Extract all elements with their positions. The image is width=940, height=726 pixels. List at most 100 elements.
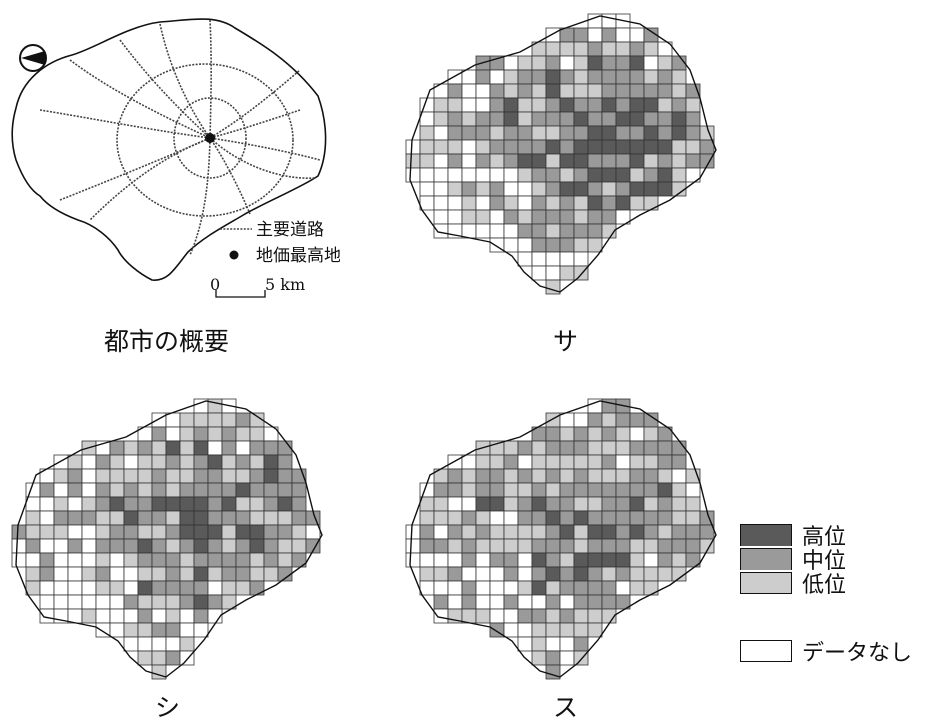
grid-cell — [657, 510, 673, 526]
grid-cell — [517, 125, 533, 141]
grid-cell — [643, 538, 659, 554]
grid-cell — [601, 97, 617, 113]
choropleth-map-sa — [405, 13, 717, 295]
grid-cell — [559, 468, 575, 484]
grid-cell — [405, 139, 421, 155]
grid-cell — [503, 552, 519, 568]
grid-cell — [573, 181, 589, 197]
grid-cell — [151, 538, 167, 554]
grid-cell — [235, 552, 251, 568]
grid-cell — [447, 454, 463, 470]
grid-cell — [699, 538, 715, 554]
grid-cell — [559, 237, 575, 253]
grid-cell — [193, 426, 209, 442]
grid-cell — [559, 251, 575, 267]
grid-cell — [67, 482, 83, 498]
grid-cell — [517, 440, 533, 456]
grid-cell — [67, 510, 83, 526]
grid-cell — [615, 454, 631, 470]
grid-cell — [545, 209, 561, 225]
grid-cell — [433, 139, 449, 155]
grid-cell — [489, 580, 505, 596]
grid-cell — [165, 566, 181, 582]
grid-cell — [291, 524, 307, 540]
grid-cell — [207, 552, 223, 568]
grid-cell — [95, 468, 111, 484]
grid-cell — [629, 83, 645, 99]
grid-cell — [207, 440, 223, 456]
grid-cell — [461, 139, 477, 155]
grid-cell — [291, 552, 307, 568]
grid-cell — [587, 552, 603, 568]
grid-cell — [475, 468, 491, 484]
grid-cell — [137, 608, 153, 624]
grid-cell — [573, 237, 589, 253]
grid-cell — [559, 69, 575, 85]
grid-cell — [573, 195, 589, 211]
grid-cell — [601, 594, 617, 610]
grid-cell — [221, 552, 237, 568]
grid-cell — [249, 510, 265, 526]
grid-cell — [137, 580, 153, 596]
grid-cell — [573, 125, 589, 141]
grid-cell — [263, 496, 279, 512]
grid-cell — [179, 412, 195, 428]
grid-cell — [545, 412, 561, 428]
grid-cell — [531, 83, 547, 99]
grid-cell — [517, 552, 533, 568]
grid-cell — [615, 440, 631, 456]
grid-cell — [503, 167, 519, 183]
grid-cell — [109, 608, 125, 624]
grid-cell — [587, 125, 603, 141]
grid-cell — [291, 496, 307, 512]
grid-cell — [489, 125, 505, 141]
grid-cell — [151, 580, 167, 596]
grid-cell — [291, 538, 307, 554]
grid-cell — [685, 97, 701, 113]
grid-cell — [109, 566, 125, 582]
grid-cell — [179, 440, 195, 456]
grid-cell — [179, 454, 195, 470]
grid-cell — [461, 111, 477, 127]
grid-cell — [475, 538, 491, 554]
grid-cell — [193, 580, 209, 596]
grid-cell — [109, 468, 125, 484]
grid-cell — [685, 139, 701, 155]
grid-cell — [545, 496, 561, 512]
grid-cell — [475, 594, 491, 610]
legend-mid: 中位 — [740, 547, 846, 574]
grid-cell — [629, 482, 645, 498]
grid-cell — [657, 454, 673, 470]
grid-cell — [123, 552, 139, 568]
grid-cell — [291, 510, 307, 526]
grid-cell — [545, 552, 561, 568]
grid-cell — [601, 482, 617, 498]
grid-cell — [419, 125, 435, 141]
grid-cell — [95, 454, 111, 470]
grid-cell — [657, 538, 673, 554]
grid-cell — [67, 594, 83, 610]
grid-cell — [643, 125, 659, 141]
city-boundary — [409, 400, 717, 678]
grid-cell — [601, 167, 617, 183]
grid-cell — [601, 83, 617, 99]
grid-cell — [53, 496, 69, 512]
grid-cell — [615, 524, 631, 540]
grid-cell — [559, 27, 575, 43]
grid-cell — [559, 223, 575, 239]
grid-cell — [601, 41, 617, 57]
grid-cell — [151, 608, 167, 624]
grid-cell — [629, 426, 645, 442]
grid-cell — [615, 482, 631, 498]
grid-cell — [503, 97, 519, 113]
grid-cell — [11, 524, 27, 540]
grid-cell — [503, 153, 519, 169]
grid-cell — [193, 440, 209, 456]
grid-cell — [587, 608, 603, 624]
legend-low: 低位 — [740, 571, 846, 598]
grid-cell — [475, 111, 491, 127]
grid-cell — [699, 153, 715, 169]
grid-cell — [419, 153, 435, 169]
grid-cell — [503, 55, 519, 71]
grid-cell — [559, 538, 575, 554]
